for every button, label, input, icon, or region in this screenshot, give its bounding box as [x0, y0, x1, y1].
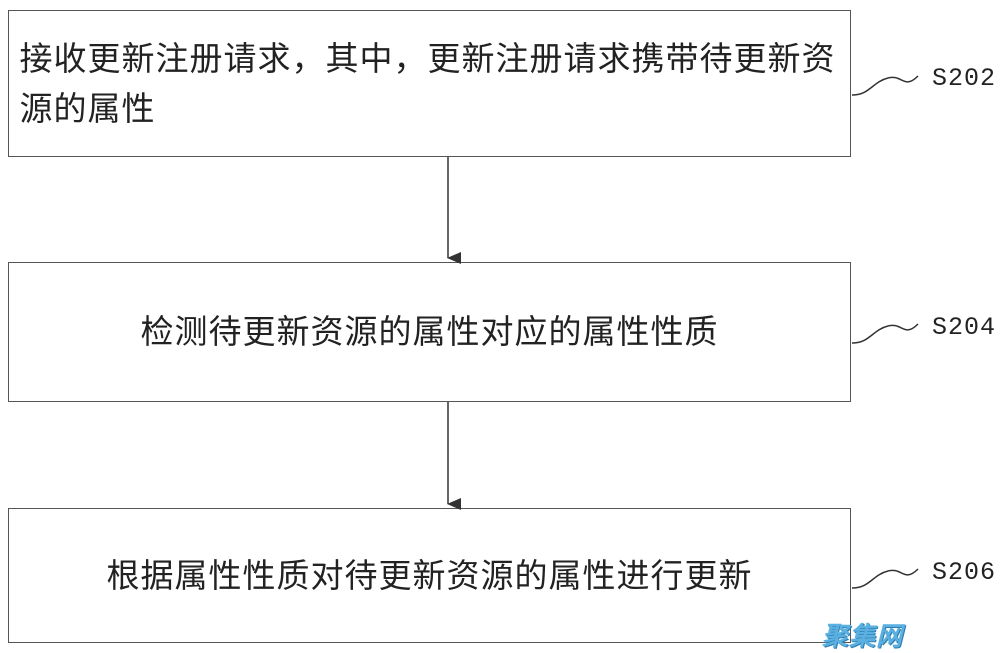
- step-box-s204: 检测待更新资源的属性对应的属性性质: [8, 262, 851, 402]
- leader-s202: [851, 75, 919, 96]
- step-label-s206: S206: [932, 558, 997, 587]
- step-text-s206: 根据属性性质对待更新资源的属性进行更新: [106, 555, 753, 595]
- step-box-s206: 根据属性性质对待更新资源的属性进行更新: [8, 508, 851, 643]
- leader-s204: [851, 323, 919, 344]
- watermark-logo: 聚集网: [822, 622, 904, 652]
- step-label-s204: S204: [932, 313, 997, 342]
- step-label-s202: S202: [932, 64, 997, 93]
- leader-s206: [851, 568, 919, 589]
- step-box-s202: 接收更新注册请求，其中，更新注册请求携带待更新资源的属性: [8, 10, 851, 157]
- step-text-s202: 接收更新注册请求，其中，更新注册请求携带待更新资源的属性: [19, 38, 836, 128]
- step-text-s204: 检测待更新资源的属性对应的属性性质: [140, 312, 719, 351]
